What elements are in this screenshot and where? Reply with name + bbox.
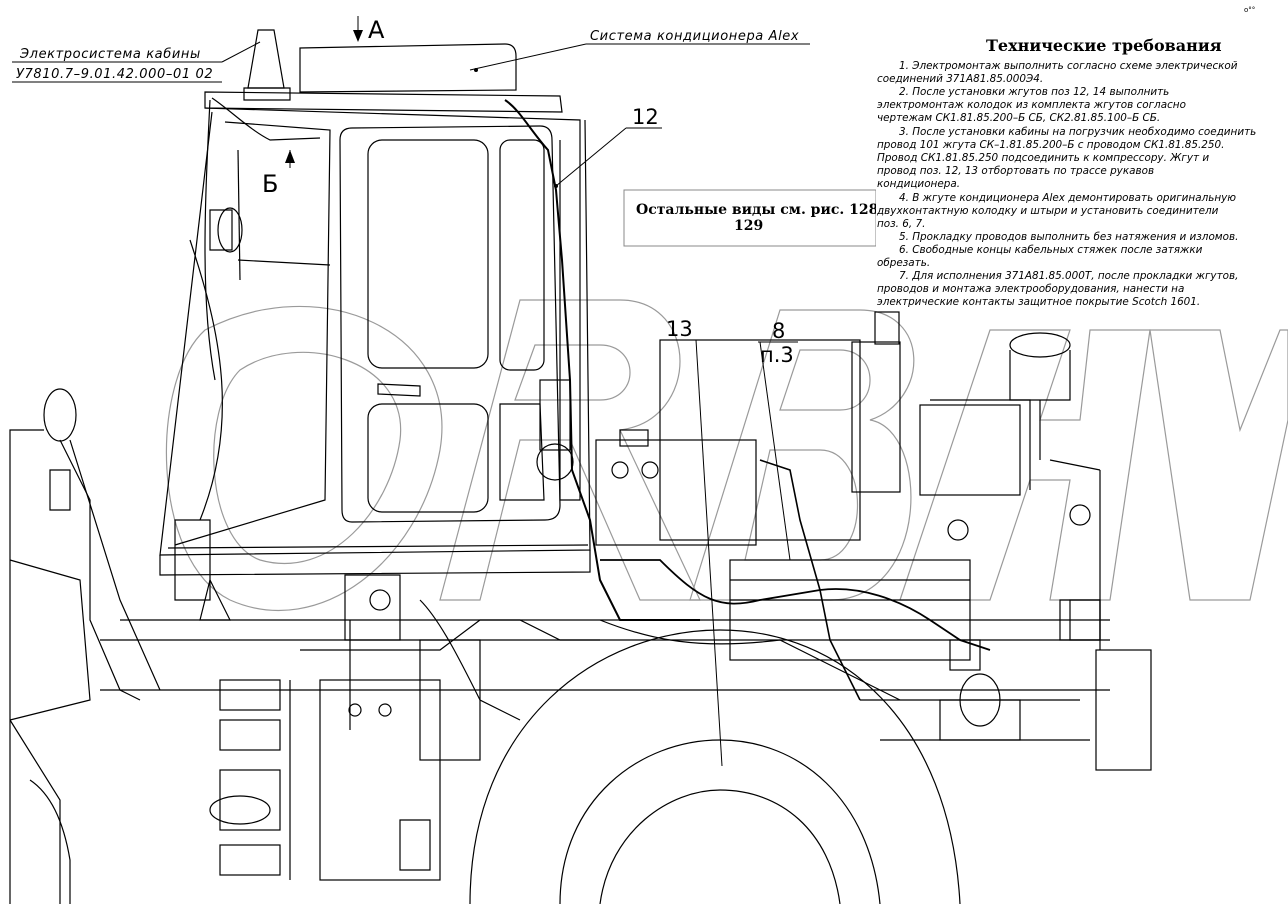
other-views-line-2: 129: [734, 218, 763, 234]
requirement-line: 4. В жгуте кондиционера Alex демонтирова…: [899, 192, 1236, 204]
corner-mark: o°°: [1244, 6, 1255, 14]
requirement-line: провод 101 жгута СК–1.81.85.200–Б с пров…: [877, 139, 1224, 151]
cab: [159, 29, 700, 641]
aircon-label: Система кондиционера Alex: [590, 29, 799, 44]
leaders: [12, 16, 810, 767]
watermark: [165, 299, 1288, 611]
arrowheads: [285, 30, 558, 188]
position-8-label: 8: [772, 319, 785, 343]
requirement-line: электрические контакты защитное покрытие…: [877, 296, 1200, 308]
requirement-line: 1. Электромонтаж выполнить согласно схем…: [899, 60, 1238, 72]
cab-doc-number: У7810.7–9.01.42.000–01 02: [16, 67, 213, 82]
requirements-title: Технические требования: [986, 36, 1222, 55]
technical-requirements: Технические требования 1. Электромонтаж …: [876, 34, 1282, 308]
cab-system-label: Электросистема кабины: [19, 47, 201, 62]
requirement-line: электромонтаж колодок из комплекта жгуто…: [877, 99, 1186, 111]
requirement-line: поз. 6, 7.: [877, 218, 925, 230]
view-b-label: Б: [262, 170, 278, 198]
requirement-line: обрезать.: [877, 257, 930, 269]
requirement-line: 6. Свободные концы кабельных стяжек посл…: [899, 244, 1203, 256]
position-12-label: 12: [632, 105, 659, 129]
requirement-line: двухконтактную колодку и штыри и установ…: [876, 205, 1219, 217]
position-n3-label: п.3: [760, 343, 794, 367]
view-a-arrow-icon: [353, 30, 363, 42]
labels: Электросистема кабины У7810.7–9.01.42.00…: [16, 6, 1255, 367]
position-13-label: 13: [666, 317, 693, 341]
front-structure: [9, 388, 161, 904]
requirement-line: соединений 371А81.85.000Э4.: [877, 73, 1043, 85]
requirement-line: 2. После установки жгутов поз 12, 14 вып…: [899, 86, 1169, 98]
requirement-line: провод поз. 12, 13 отбортовать по трассе…: [877, 165, 1154, 177]
requirement-line: 5. Прокладку проводов выполнить без натя…: [899, 231, 1238, 243]
requirement-line: проводов и монтажа электрооборудования, …: [877, 283, 1184, 295]
requirement-line: 7. Для исполнения 371А81.85.000Т, после …: [899, 270, 1238, 282]
requirement-line: чертежам СК1.81.85.200–Б СБ, СК2.81.85.1…: [877, 112, 1160, 124]
chassis: [100, 311, 1152, 904]
requirement-line: кондиционера.: [877, 178, 960, 190]
other-views-line-1: Остальные виды см. рис. 128,: [636, 202, 883, 218]
requirement-line: 3. После установки кабины на погрузчик н…: [899, 126, 1256, 138]
requirement-line: Провод СК1.81.85.250 подсоединить к комп…: [877, 152, 1209, 164]
view-a-label: А: [368, 16, 385, 44]
view-b-arrow-icon: [285, 150, 295, 163]
